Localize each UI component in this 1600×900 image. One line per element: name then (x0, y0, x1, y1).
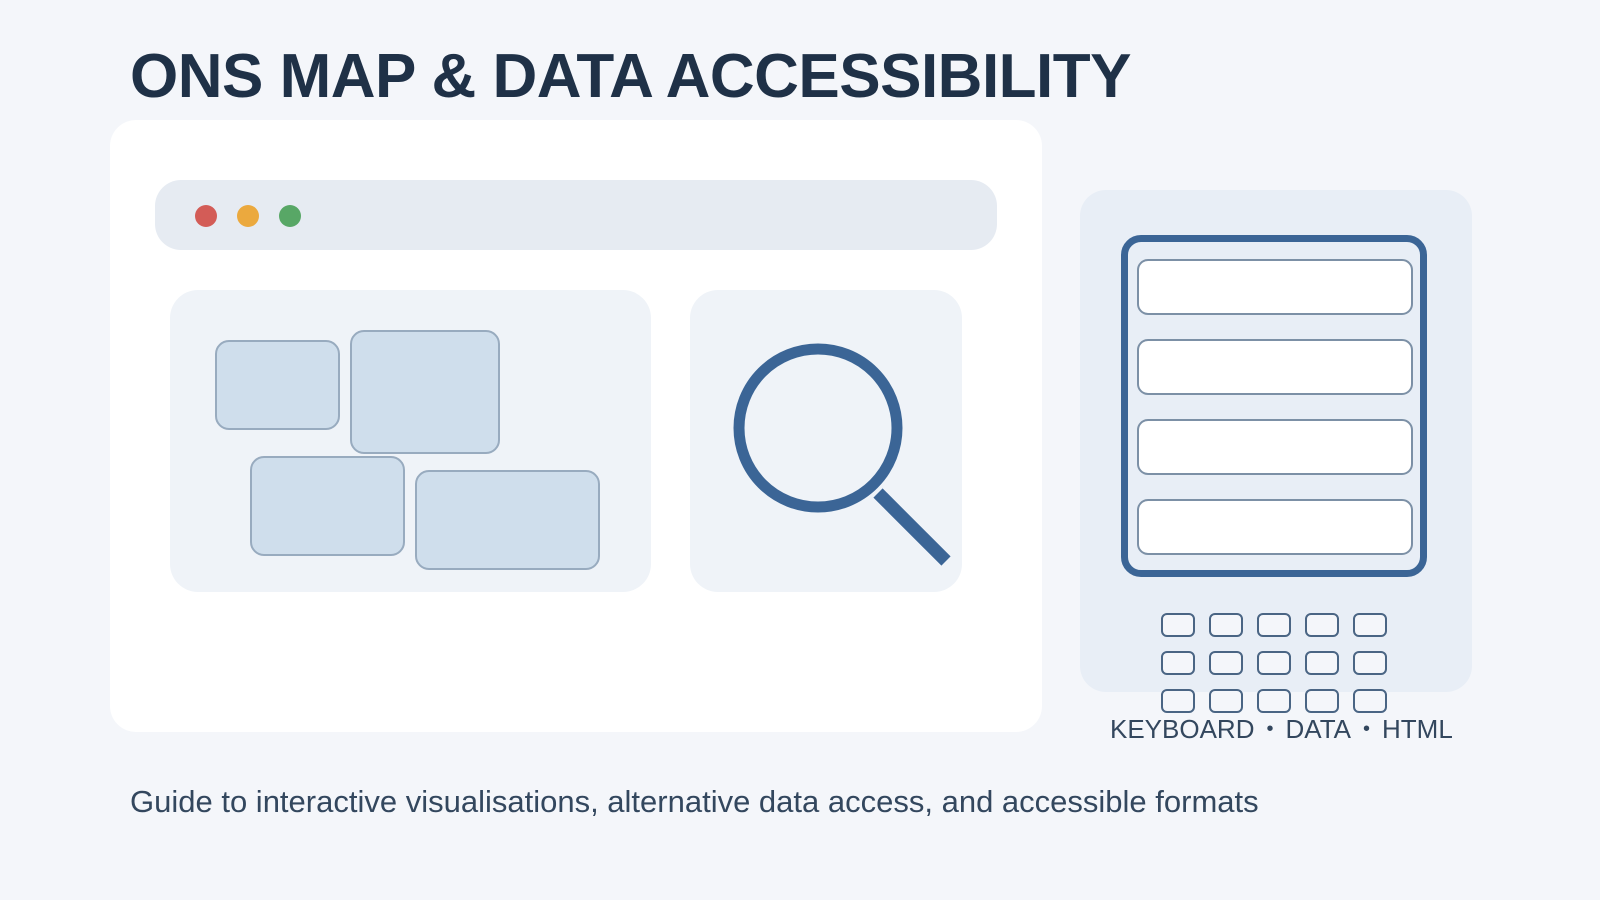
keyboard-key (1209, 689, 1243, 713)
feature-separator: • (1266, 718, 1274, 741)
page-title: ONS MAP & DATA ACCESSIBILITY (130, 42, 1132, 111)
form-frame (1121, 235, 1427, 577)
keyboard-key (1305, 689, 1339, 713)
keyboard-key (1257, 651, 1291, 675)
close-dot-icon (195, 205, 217, 227)
minimize-dot-icon (237, 205, 259, 227)
accessible-form-illustration (1080, 190, 1472, 692)
keyboard-key (1353, 613, 1387, 637)
feature-keyboard: KEYBOARD (1110, 714, 1255, 744)
keyboard-key (1209, 651, 1243, 675)
keyboard-key (1161, 689, 1195, 713)
keyboard-key (1209, 613, 1243, 637)
feature-html: HTML (1382, 714, 1453, 744)
keyboard-key (1257, 689, 1291, 713)
subtitle: Guide to interactive visualisations, alt… (130, 784, 1259, 819)
map-region (350, 330, 500, 454)
map-panel (170, 290, 651, 592)
search-panel (690, 290, 962, 592)
keyboard-key (1161, 651, 1195, 675)
maximize-dot-icon (279, 205, 301, 227)
feature-separator: • (1363, 718, 1371, 741)
keyboard-key (1161, 613, 1195, 637)
form-field (1137, 419, 1413, 475)
browser-window-illustration (110, 120, 1042, 732)
map-region (415, 470, 600, 570)
keyboard-key (1353, 651, 1387, 675)
feature-data: DATA (1285, 714, 1351, 744)
browser-address-bar (155, 180, 997, 250)
form-field (1137, 499, 1413, 555)
form-field (1137, 339, 1413, 395)
map-region (250, 456, 405, 556)
map-region (215, 340, 340, 430)
keyboard-icon (1161, 613, 1393, 723)
form-field (1137, 259, 1413, 315)
keyboard-key (1257, 613, 1291, 637)
magnifying-glass-icon (733, 343, 951, 566)
keyboard-key (1353, 689, 1387, 713)
keyboard-key (1305, 613, 1339, 637)
magnifier-lens (733, 343, 903, 513)
feature-list: KEYBOARD • DATA • HTML (1110, 712, 1474, 748)
magnifier-handle (873, 488, 951, 566)
keyboard-key (1305, 651, 1339, 675)
